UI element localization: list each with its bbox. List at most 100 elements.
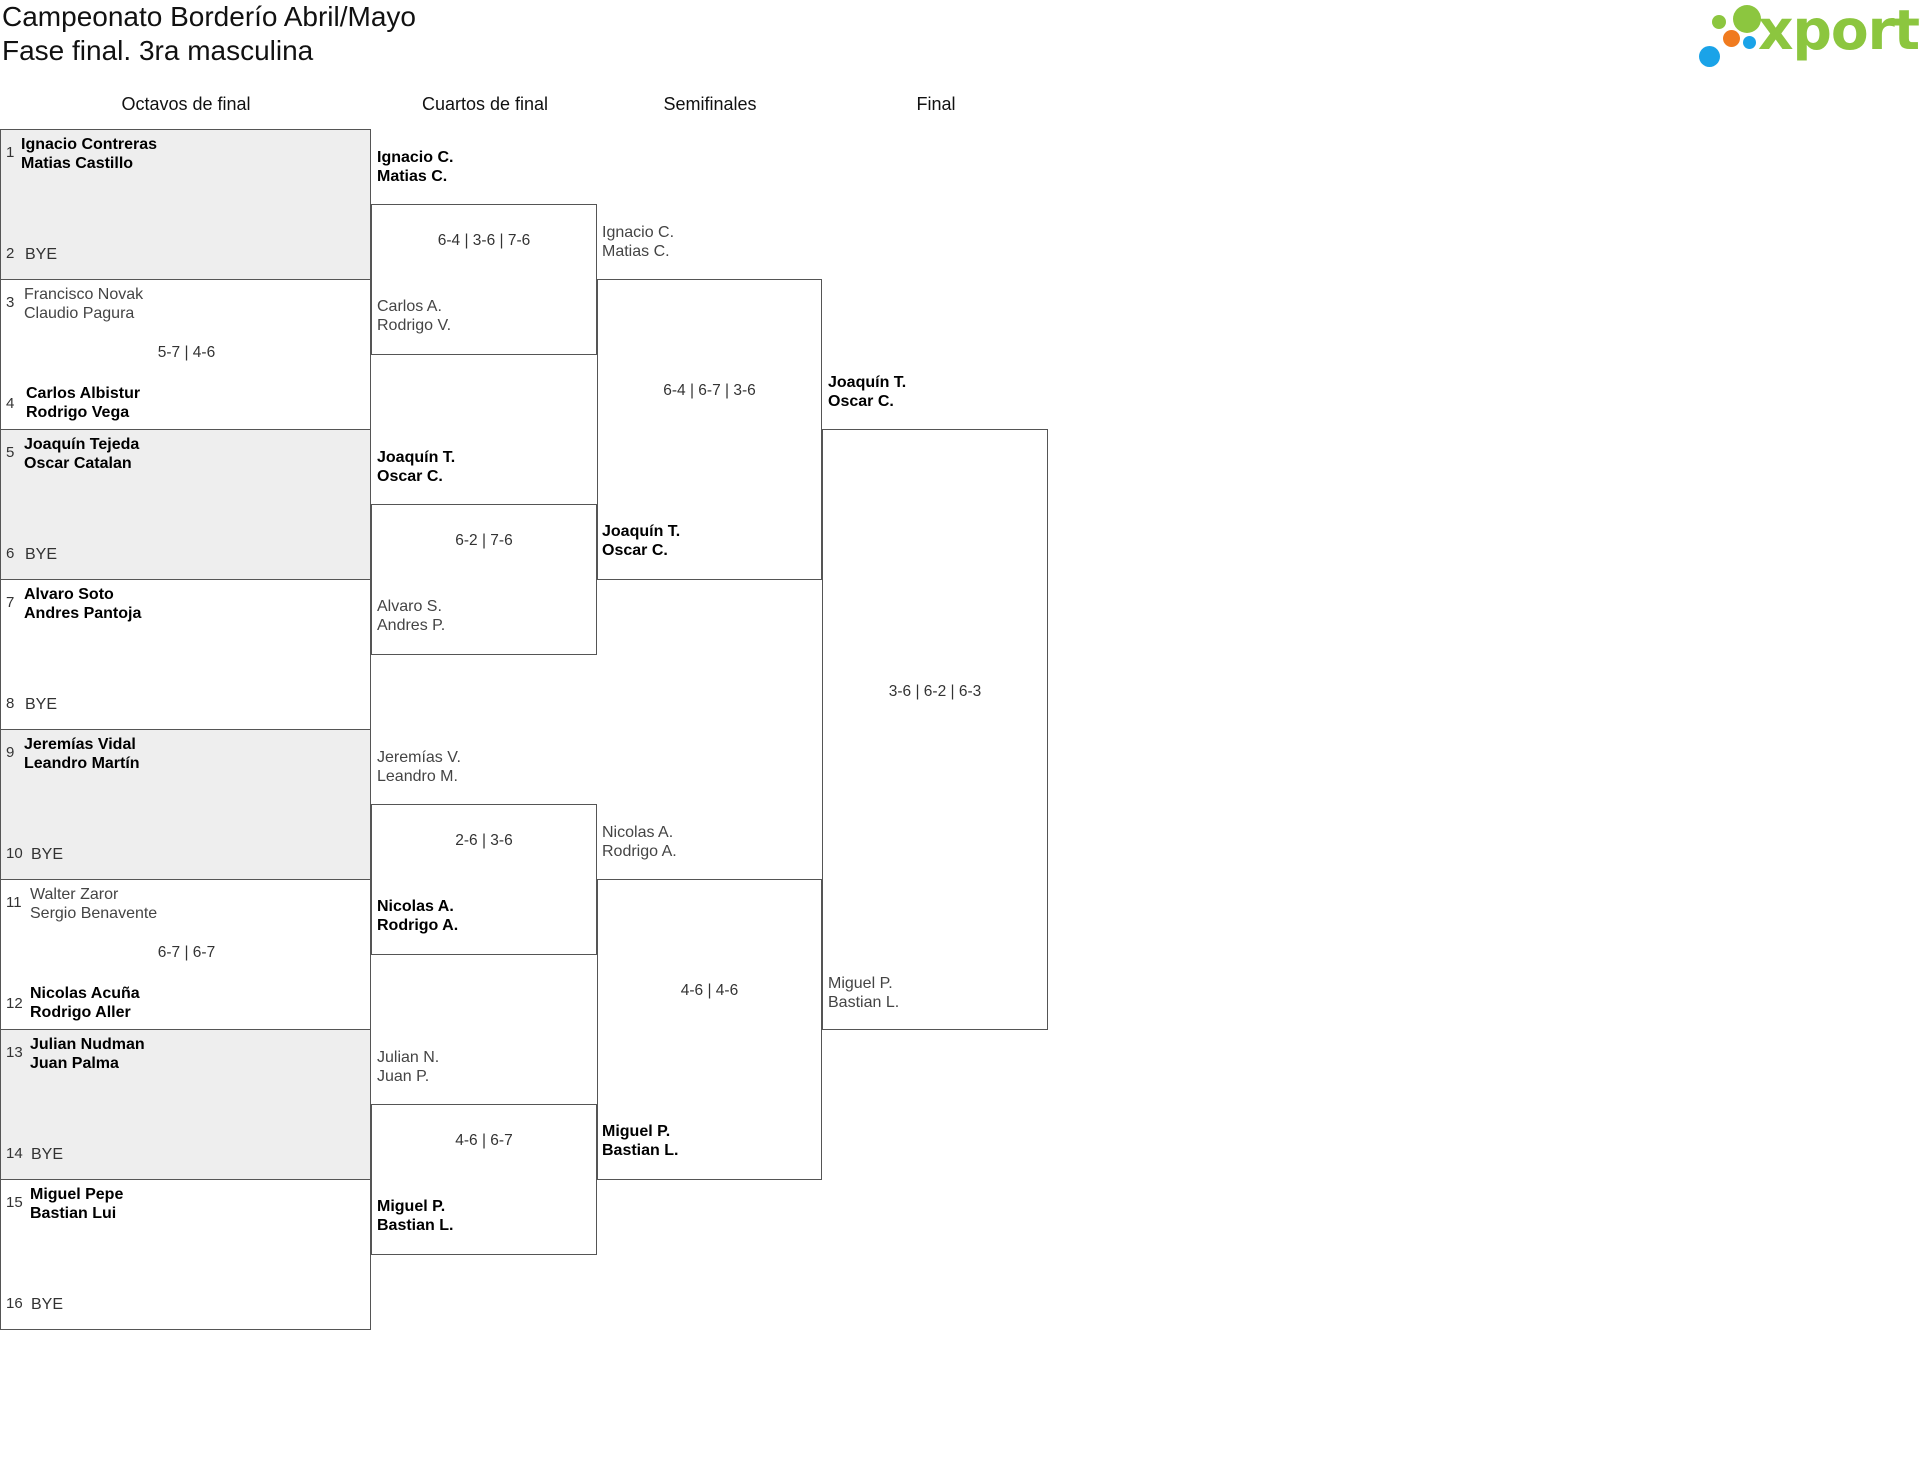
semifinal-team-b[interactable]: Miguel P.Bastian L. xyxy=(602,1122,678,1160)
seed-number: 7 xyxy=(6,594,15,611)
octavos-team-a-player-2: Juan Palma xyxy=(30,1055,119,1072)
final-match[interactable] xyxy=(822,429,1048,1030)
octavos-team-a-player-2: Andres Pantoja xyxy=(24,605,142,622)
tournament-title: Campeonato Borderío Abril/Mayo xyxy=(2,1,416,32)
cuartos-team-b[interactable]: Carlos A. Rodrigo V. xyxy=(377,297,451,335)
octavos-team-b-player-2: Rodrigo Aller xyxy=(30,1004,131,1021)
bye-label: BYE xyxy=(31,1296,64,1313)
cuartos-match[interactable] xyxy=(371,504,597,655)
seed-number: 16 xyxy=(6,1295,23,1312)
cuartos-team-a[interactable]: Jeremías V.Leandro M. xyxy=(377,748,461,786)
phase-title: Fase final. 3ra masculina xyxy=(2,35,314,66)
logo-dot-green-large xyxy=(1733,5,1761,33)
cuartos-team-b-player-1: Carlos A. xyxy=(377,298,442,315)
cuartos-team-b-player-1: Miguel P. xyxy=(377,1198,446,1215)
match-score: 6-4 | 6-7 | 3-6 xyxy=(663,382,756,399)
final-team-a-player-2: Oscar C. xyxy=(828,393,894,410)
semifinal-team-a[interactable]: Nicolas A.Rodrigo A. xyxy=(602,823,677,861)
octavos-team-a-player-1: Jeremías Vidal xyxy=(24,736,136,753)
cuartos-team-b-player-1: Alvaro S. xyxy=(377,598,442,615)
bye-label: BYE xyxy=(25,696,58,713)
cuartos-team-b[interactable]: Miguel P. Bastian L. xyxy=(377,1197,453,1235)
cuartos-team-a[interactable]: Ignacio C. Matias C. xyxy=(377,148,453,186)
cuartos-team-b-player-2: Rodrigo A. xyxy=(377,917,459,934)
match-score: 2-6 | 3-6 xyxy=(455,832,513,849)
octavos-team-a-player-1: Ignacio Contreras xyxy=(21,136,158,153)
round-header-final: Final xyxy=(916,94,956,114)
bye-label: BYE xyxy=(31,1146,64,1163)
cuartos-match[interactable] xyxy=(371,204,597,355)
cuartos-team-b-player-2: Rodrigo V. xyxy=(377,317,452,334)
cuartos-team-a-player-1: Joaquín T. xyxy=(377,449,456,466)
octavos-team-a-player-1: Joaquín Tejeda xyxy=(24,436,140,453)
cuartos-team-b-player-1: Nicolas A. xyxy=(377,898,454,915)
seed-number: 1 xyxy=(6,144,15,161)
seed-number: 9 xyxy=(6,744,15,761)
octavos-team-a-player-2: Bastian Lui xyxy=(30,1205,117,1222)
final-team-b[interactable]: Miguel P.Bastian L. xyxy=(828,974,899,1012)
octavos-team-a-player-2: Claudio Pagura xyxy=(24,305,135,322)
semifinal-match[interactable] xyxy=(597,279,822,580)
bye-label: BYE xyxy=(25,546,58,563)
seed-number: 15 xyxy=(6,1194,23,1211)
semifinal-team-a-player-1: Ignacio C. xyxy=(602,224,675,241)
octavos-team-a-player-2: Sergio Benavente xyxy=(30,905,158,922)
cuartos-team-b[interactable]: Alvaro S.Andres P. xyxy=(377,597,445,635)
cuartos-team-a-player-2: Matias C. xyxy=(377,168,448,185)
final-team-a[interactable]: Joaquín T.Oscar C. xyxy=(828,373,906,411)
round-header-octavos: Octavos de final xyxy=(121,94,251,114)
cuartos-team-b[interactable]: Nicolas A. Rodrigo A. xyxy=(377,897,458,935)
semifinal-team-a-player-1: Nicolas A. xyxy=(602,824,674,841)
octavos-team-a-player-1: Julian Nudman xyxy=(30,1036,145,1053)
match-score: 6-7 | 6-7 xyxy=(157,944,216,961)
logo-dot-orange xyxy=(1723,30,1740,47)
match-score: 3-6 | 6-2 | 6-3 xyxy=(888,683,982,700)
octavos-team-a-player-2: Oscar Catalan xyxy=(24,455,132,472)
cuartos-team-a-player-2: Oscar C. xyxy=(377,468,443,485)
cuartos-team-a-player-2: Leandro M. xyxy=(377,768,458,785)
octavos-team-a-player-1: Alvaro Soto xyxy=(24,586,114,603)
semifinal-match[interactable] xyxy=(597,879,822,1180)
semifinal-team-b-player-2: Oscar C. xyxy=(602,542,668,559)
match-score: 4-6 | 6-7 xyxy=(455,1132,513,1149)
seed-number: 3 xyxy=(6,294,15,311)
logo-dot-blue-small xyxy=(1743,36,1756,49)
cuartos-match[interactable] xyxy=(371,804,597,955)
octavos-team-b-player-2: Rodrigo Vega xyxy=(26,404,130,421)
seed-number: 12 xyxy=(6,995,23,1012)
xporty-logo[interactable]: xporty xyxy=(1695,0,1920,70)
octavos-team-a-player-2: Leandro Martín xyxy=(24,755,140,772)
cuartos-match[interactable] xyxy=(371,1104,597,1255)
bye-label: BYE xyxy=(31,846,64,863)
cuartos-team-a[interactable]: Julian N.Juan P. xyxy=(377,1048,439,1086)
match-score: 6-2 | 7-6 xyxy=(455,532,513,549)
semifinal-team-b[interactable]: Joaquín T.Oscar C. xyxy=(602,522,680,560)
cuartos-team-a-player-1: Julian N. xyxy=(377,1049,440,1066)
cuartos-team-b-player-2: Bastian L. xyxy=(377,1217,454,1234)
cuartos-team-a-player-1: Ignacio C. xyxy=(377,149,454,166)
octavos-team-a-player-1: Francisco Novak xyxy=(24,286,144,303)
cuartos-team-a[interactable]: Joaquín T. Oscar C. xyxy=(377,448,455,486)
seed-number: 4 xyxy=(6,395,15,412)
semifinal-team-a[interactable]: Ignacio C.Matias C. xyxy=(602,223,674,261)
logo-dot-blue-large xyxy=(1699,46,1720,67)
seed-number: 2 xyxy=(6,245,15,262)
